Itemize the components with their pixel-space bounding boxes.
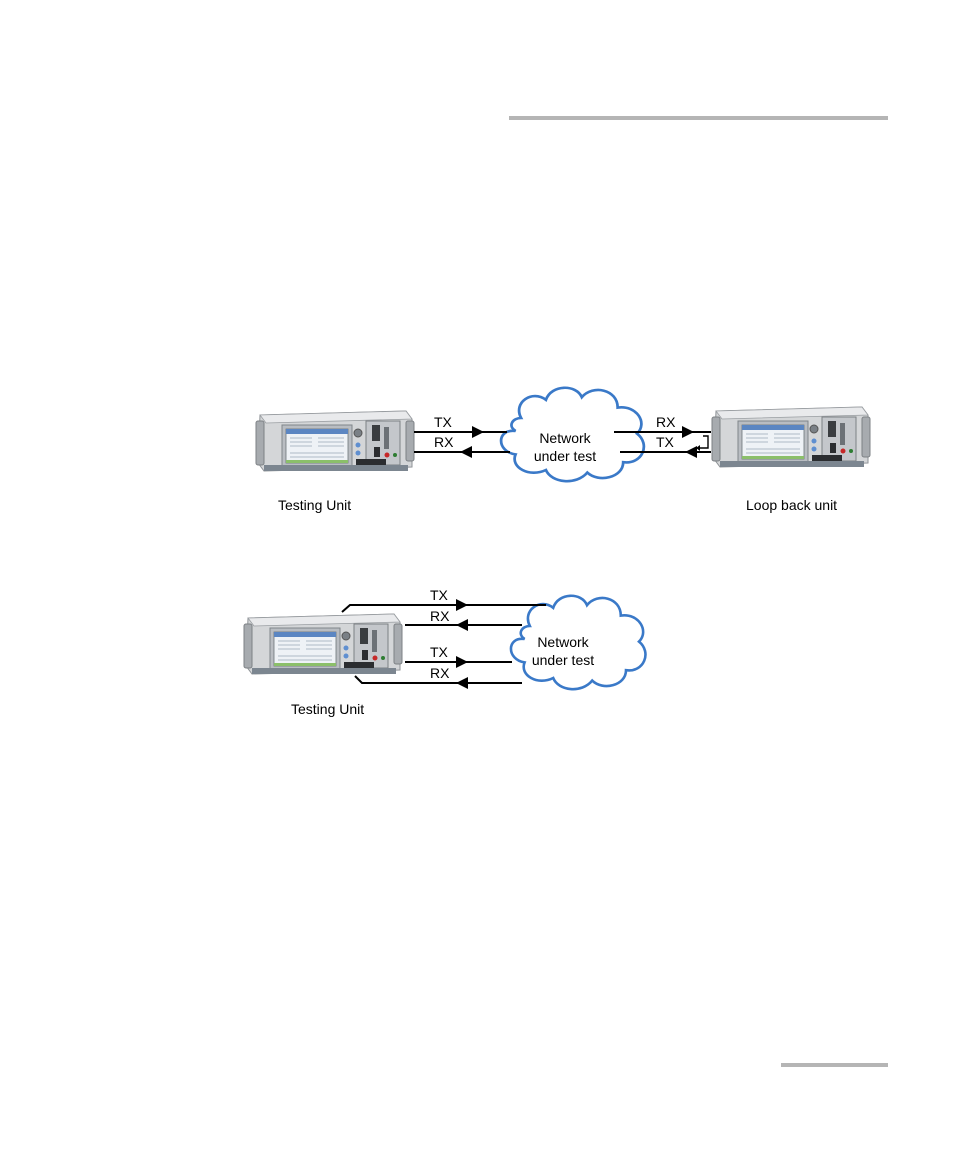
cloud-label-line1: Network: [539, 430, 591, 446]
loop-back-unit-caption: Loop back unit: [746, 497, 837, 513]
loopback-icon: [700, 436, 708, 448]
testing-unit-device: [256, 411, 414, 471]
tx-label-left: TX: [434, 414, 453, 430]
rx1-arrow: [456, 619, 468, 631]
testing-unit-caption-2: Testing Unit: [291, 701, 364, 717]
tx1-arrow: [456, 599, 468, 611]
rx-label-right: RX: [656, 414, 676, 430]
bottom-diagram: Network under test TX RX TX RX Testing U…: [244, 587, 645, 717]
cloud2-label-line2: under test: [532, 652, 594, 668]
tx-label-right: TX: [656, 434, 675, 450]
rx2-label: RX: [430, 665, 450, 681]
top-diagram: Network under test TX RX RX TX Testing U…: [256, 388, 870, 513]
rx-arrow-right: [682, 426, 694, 438]
loop-back-unit-device: [712, 407, 870, 467]
rx-arrow-left: [460, 446, 472, 458]
rx2-arrow: [456, 677, 468, 689]
cloud-label-line2: under test: [534, 448, 596, 464]
tx2-arrow: [456, 656, 468, 668]
testing-unit-caption: Testing Unit: [278, 497, 351, 513]
tx2-label: TX: [430, 644, 449, 660]
cloud2-label-line1: Network: [537, 634, 589, 650]
tx1-label: TX: [430, 587, 449, 603]
rx1-label: RX: [430, 608, 450, 624]
testing-unit-device-2: [244, 614, 402, 674]
tx-arrow-left: [472, 426, 484, 438]
tx-arrow-right: [685, 446, 697, 458]
rx-label-left: RX: [434, 434, 454, 450]
